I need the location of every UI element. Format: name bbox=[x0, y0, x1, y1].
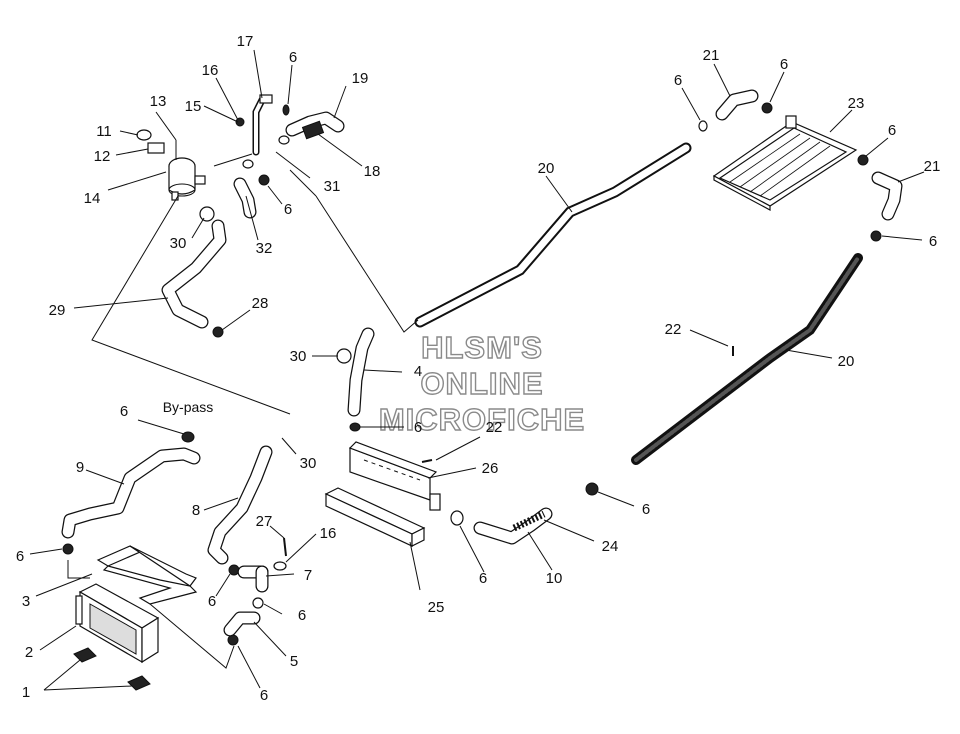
callout-18: 18 bbox=[364, 163, 381, 180]
callout-6: 6 bbox=[479, 570, 487, 587]
callout-9: 9 bbox=[76, 459, 84, 476]
callout-11: 11 bbox=[96, 123, 112, 140]
hose-21-upper bbox=[715, 89, 759, 121]
clamp-30-center bbox=[336, 348, 352, 364]
callout-28: 28 bbox=[252, 295, 269, 312]
tee-7 bbox=[237, 565, 269, 593]
callout-30: 30 bbox=[170, 235, 187, 252]
callout-23: 23 bbox=[848, 95, 865, 112]
callout-3: 3 bbox=[22, 593, 30, 610]
callout-16: 16 bbox=[202, 62, 219, 79]
callout-30: 30 bbox=[300, 455, 317, 472]
clamp-30-upper bbox=[199, 206, 215, 222]
callout-numbers: 17 6 16 19 13 15 11 12 18 31 14 6 30 32 … bbox=[16, 33, 941, 704]
callout-6: 6 bbox=[929, 233, 937, 250]
callout-13: 13 bbox=[150, 93, 167, 110]
callout-10: 10 bbox=[546, 570, 563, 587]
tube-20-upper bbox=[414, 142, 692, 328]
callout-6: 6 bbox=[289, 49, 297, 66]
callout-7: 7 bbox=[304, 567, 312, 584]
callout-6: 6 bbox=[780, 56, 788, 73]
callout-6: 6 bbox=[888, 122, 896, 139]
watermark: HLSM'S ONLINE MICROFICHE bbox=[378, 329, 585, 437]
callout-6: 6 bbox=[642, 501, 650, 518]
callout-20: 20 bbox=[538, 160, 555, 177]
elbow-5 bbox=[223, 611, 261, 637]
callout-6: 6 bbox=[414, 419, 422, 436]
callout-8: 8 bbox=[192, 502, 200, 519]
leader-lines bbox=[29, 49, 925, 691]
callout-21: 21 bbox=[703, 47, 720, 64]
tube-17 bbox=[252, 94, 273, 156]
callout-30: 30 bbox=[290, 348, 307, 365]
watermark-line-2: ONLINE bbox=[420, 366, 543, 401]
callout-22: 22 bbox=[665, 321, 682, 338]
callout-2: 2 bbox=[25, 644, 33, 661]
hose-19 bbox=[285, 111, 345, 137]
clamp-28 bbox=[212, 326, 224, 338]
callout-14: 14 bbox=[84, 190, 101, 207]
thermostat-housing-14 bbox=[136, 129, 206, 201]
clamps-6 bbox=[62, 102, 882, 646]
callout-25: 25 bbox=[428, 599, 445, 616]
screws-22 bbox=[421, 346, 734, 463]
callout-16: 16 bbox=[320, 525, 337, 542]
channel-25 bbox=[324, 487, 426, 547]
hose-4 bbox=[347, 327, 375, 417]
callout-6: 6 bbox=[260, 687, 268, 704]
callout-5: 5 bbox=[290, 653, 298, 670]
mount-1 bbox=[73, 647, 151, 691]
hose-21-right bbox=[871, 171, 903, 221]
callout-6: 6 bbox=[284, 201, 292, 218]
callout-6: 6 bbox=[120, 403, 128, 420]
callout-6: 6 bbox=[298, 607, 306, 624]
callout-15: 15 bbox=[185, 98, 202, 115]
elbow-32 bbox=[233, 177, 257, 219]
bracket-26 bbox=[348, 441, 441, 511]
bracket-3 bbox=[96, 545, 198, 605]
callout-27: 27 bbox=[256, 513, 273, 530]
callout-19: 19 bbox=[352, 70, 369, 87]
callout-4: 4 bbox=[414, 363, 422, 380]
callout-26: 26 bbox=[482, 460, 499, 477]
callout-6: 6 bbox=[674, 72, 682, 89]
tube-20-lower bbox=[631, 253, 863, 465]
radiator-23 bbox=[712, 115, 858, 212]
callout-6: 6 bbox=[208, 593, 216, 610]
callout-21: 21 bbox=[924, 158, 941, 175]
watermark-line-3: MICROFICHE bbox=[379, 402, 585, 437]
callout-29: 29 bbox=[49, 302, 66, 319]
cooler-2 bbox=[75, 583, 160, 664]
callout-20: 20 bbox=[838, 353, 855, 370]
hose-8 bbox=[207, 445, 273, 565]
hose-9 bbox=[61, 447, 201, 539]
hose-10-24 bbox=[473, 507, 553, 545]
callout-12: 12 bbox=[94, 148, 111, 165]
callout-32: 32 bbox=[256, 240, 273, 257]
callout-31: 31 bbox=[324, 178, 341, 195]
bypass-note: By-pass bbox=[163, 399, 214, 415]
hose-29 bbox=[161, 219, 227, 329]
callout-22: 22 bbox=[486, 419, 503, 436]
watermark-line-1: HLSM'S bbox=[421, 330, 543, 365]
callout-1: 1 bbox=[22, 684, 30, 701]
part-drawings bbox=[61, 89, 903, 691]
callout-6: 6 bbox=[16, 548, 24, 565]
callout-17: 17 bbox=[237, 33, 254, 50]
callout-24: 24 bbox=[602, 538, 619, 555]
